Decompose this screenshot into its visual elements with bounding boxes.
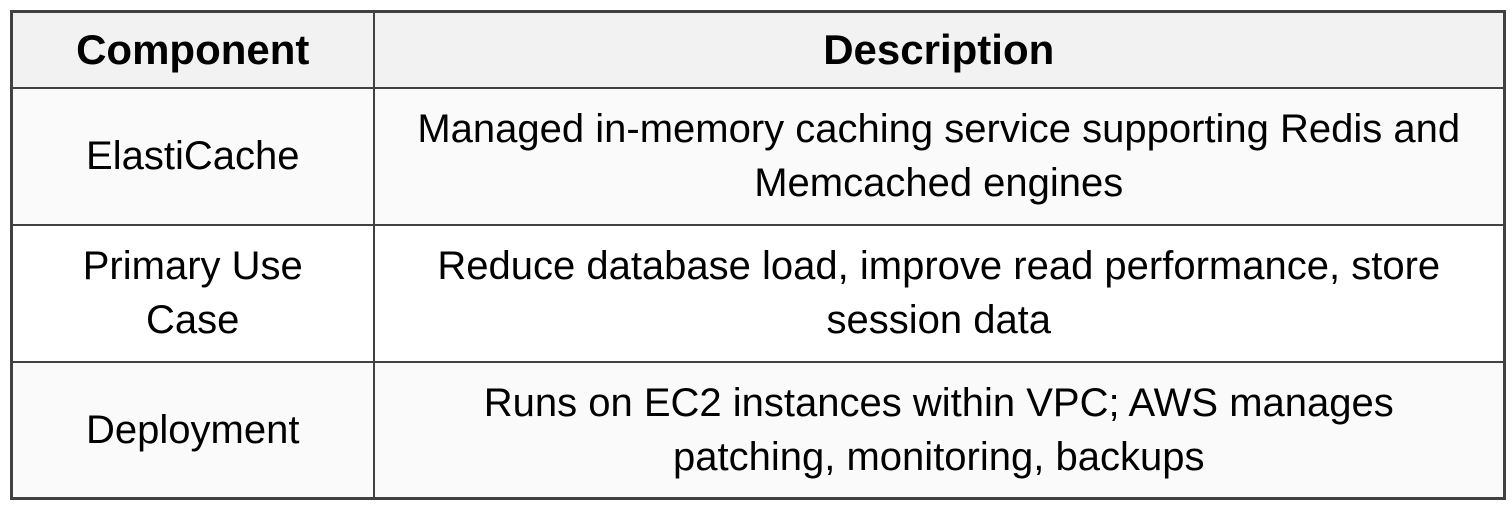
- column-header-description: Description: [372, 10, 1506, 89]
- table-header: Component Description: [10, 10, 1506, 89]
- header-row: Component Description: [10, 10, 1506, 89]
- table-row: Primary Use Case Reduce database load, i…: [10, 223, 1506, 363]
- cell-description-primary-use-case: Reduce database load, improve read perfo…: [372, 223, 1506, 363]
- table-body: ElastiCache Managed in-memory caching se…: [10, 86, 1506, 500]
- cell-description-elasticache: Managed in-memory caching service suppor…: [372, 86, 1506, 226]
- table-row: ElastiCache Managed in-memory caching se…: [10, 86, 1506, 226]
- table-row: Deployment Runs on EC2 instances within …: [10, 360, 1506, 500]
- column-header-component: Component: [10, 10, 375, 89]
- cell-component-elasticache: ElastiCache: [10, 86, 375, 226]
- cell-component-deployment: Deployment: [10, 360, 375, 500]
- cell-component-primary-use-case: Primary Use Case: [10, 223, 375, 363]
- cell-description-deployment: Runs on EC2 instances within VPC; AWS ma…: [372, 360, 1506, 500]
- component-description-table: Component Description ElastiCache Manage…: [10, 10, 1506, 500]
